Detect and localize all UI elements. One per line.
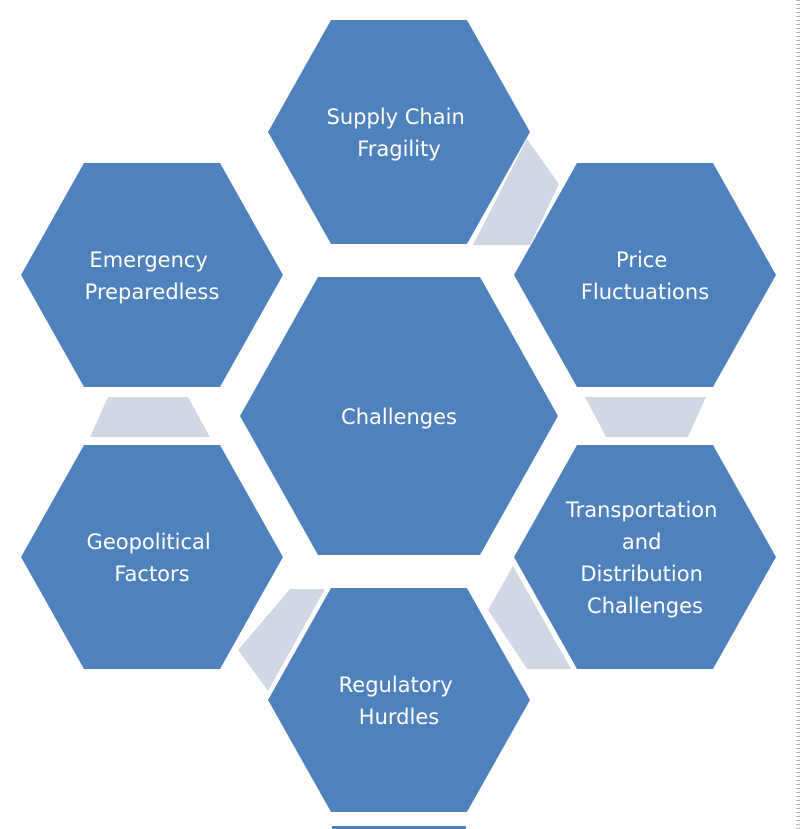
hexagon-shape — [514, 163, 776, 387]
hexagon-label: Regulatory Hurdles — [339, 673, 460, 729]
hexagon-shape — [268, 588, 530, 812]
page-edge-dotted-border — [796, 0, 800, 829]
hexagon-label: Transportation and Distribution Challeng… — [565, 498, 724, 618]
hexagon-geopolitical-factors: Geopolitical Factors — [21, 445, 283, 669]
hexagon-label: Geopolitical Factors — [87, 530, 218, 586]
connectors — [90, 139, 706, 691]
hexagon-label: Challenges — [341, 405, 457, 429]
connector-geopolitical-to-emergency — [90, 397, 210, 437]
hexagon-center-challenges: Challenges — [240, 277, 558, 555]
hexagon-label: Emergency Preparedless — [85, 248, 220, 304]
hexagon-label: Price Fluctuations — [581, 248, 709, 304]
hexagon-emergency-preparedless: Emergency Preparedless — [21, 163, 283, 387]
hexagon-shape — [21, 163, 283, 387]
hexagon-supply-chain-fragility: Supply Chain Fragility — [268, 20, 530, 244]
hexagon-price-fluctuations: Price Fluctuations — [514, 163, 776, 387]
hexagon-shape — [514, 445, 776, 669]
hexagon-label: Supply Chain Fragility — [327, 105, 472, 161]
hexagon-shape — [21, 445, 283, 669]
hexagon-shape — [268, 20, 530, 244]
connector-transport-to-regulatory — [488, 566, 571, 669]
connector-price-to-transport — [585, 397, 706, 437]
hexagon-regulatory-hurdles: Regulatory Hurdles — [268, 588, 530, 812]
connector-supply-to-price — [473, 139, 559, 245]
hexagon-shape — [240, 277, 558, 555]
connector-regulatory-to-geopolitical — [238, 589, 325, 691]
hexagon-edge-partial — [332, 826, 466, 829]
hexagon-transportation-and-distribution-challenges: Transportation and Distribution Challeng… — [514, 445, 776, 669]
